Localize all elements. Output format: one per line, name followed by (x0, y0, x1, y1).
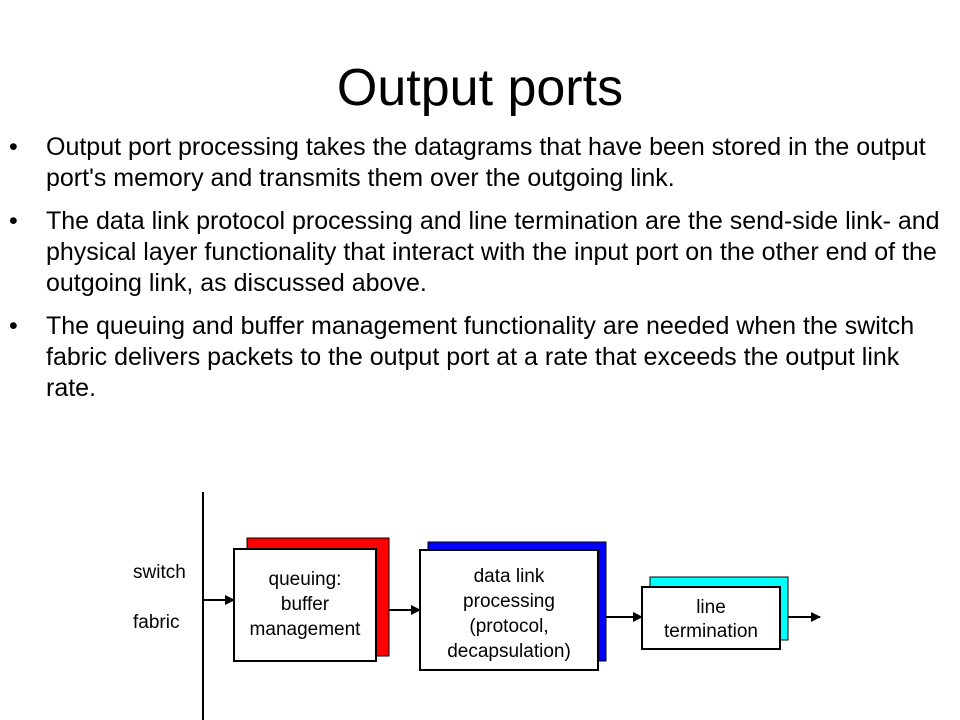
queue-box-label-3: management (250, 619, 362, 640)
bullet-marker: • (9, 133, 18, 161)
slide-title: Output ports (336, 59, 624, 117)
bullet-text: The data link protocol processing and li… (46, 207, 940, 297)
queue-box-label-1: queuing: (269, 569, 342, 590)
datalink-box (419, 549, 599, 671)
bullet-item: • The queuing and buffer management func… (0, 311, 960, 404)
datalink-box-label-4: decapsulation) (447, 641, 571, 662)
bullet-text: Output port processing takes the datagra… (46, 133, 926, 192)
fabric-label-switch: switch (133, 562, 186, 583)
line-box-label-2: termination (664, 621, 758, 642)
line-box (641, 586, 781, 650)
queue-box (233, 548, 377, 662)
output-port-diagram: switch fabric queuing: buffer management… (133, 492, 821, 720)
bullet-marker: • (9, 312, 18, 340)
queue-box-label-2: buffer (281, 594, 330, 615)
bullet-marker: • (9, 207, 18, 235)
datalink-box-label-1: data link (474, 566, 545, 587)
bullet-item: • The data link protocol processing and … (0, 206, 960, 299)
bullet-item: • Output port processing takes the datag… (0, 132, 960, 194)
line-box-label-1: line (696, 597, 726, 618)
datalink-box-label-2: processing (463, 591, 555, 612)
bullet-text: The queuing and buffer management functi… (46, 312, 915, 402)
datalink-box-label-3: (protocol, (469, 616, 548, 637)
bullet-list: • Output port processing takes the datag… (0, 132, 960, 416)
fabric-label-fabric: fabric (133, 612, 179, 633)
